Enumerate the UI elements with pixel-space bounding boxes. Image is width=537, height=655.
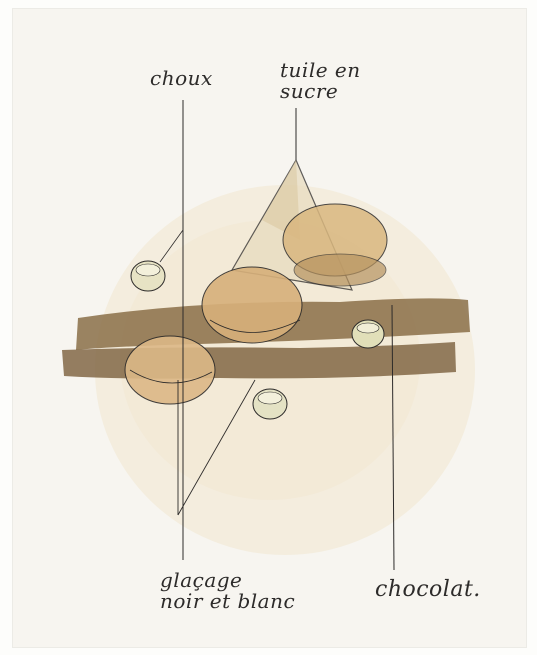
label-glacage-noir-et-blanc: glaçage noir et blanc [160, 570, 295, 612]
label-chocolat: chocolat. [375, 578, 481, 601]
choux-front [125, 336, 215, 404]
choux-middle [202, 267, 302, 343]
label-choux: choux [150, 68, 213, 89]
glaze-ball-right [352, 320, 384, 348]
glaze-ball-left [131, 261, 165, 291]
label-tuile-en-sucre: tuile en sucre [280, 60, 361, 102]
glaze-ball-bottom [253, 389, 287, 419]
choux-back [283, 204, 387, 286]
